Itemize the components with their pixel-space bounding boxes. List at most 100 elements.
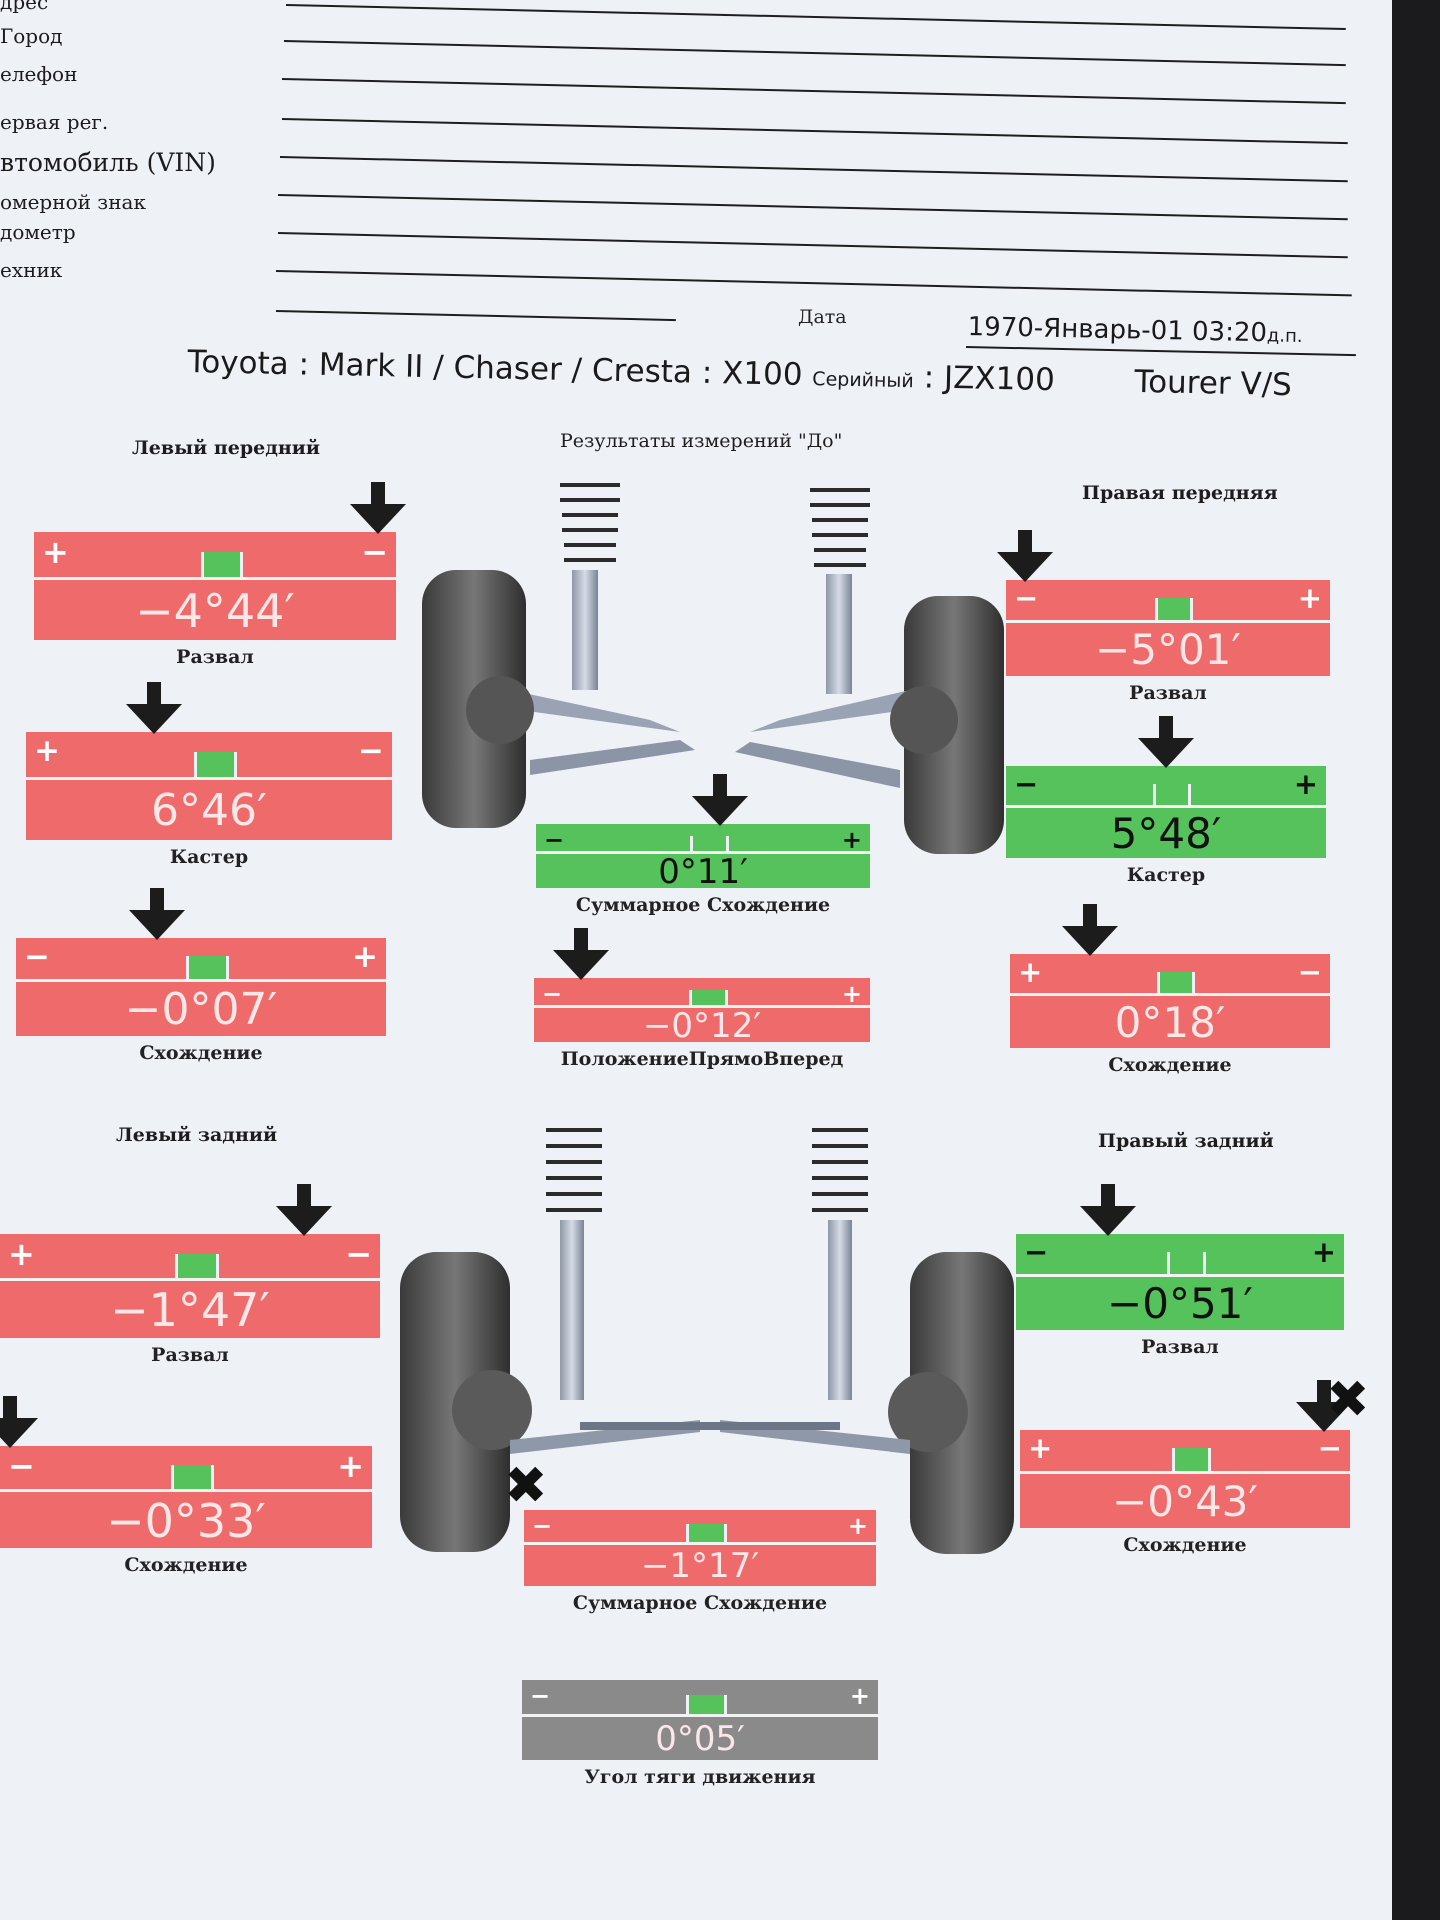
gauge-left-sign: − — [1014, 770, 1038, 799]
gauge-value: 0°18′ — [1010, 1002, 1330, 1044]
gauge-value: 0°11′ — [536, 855, 870, 889]
gauge-scale — [0, 1446, 372, 1489]
field-label-vin: втомобиль (VIN) — [0, 148, 216, 177]
gauge-target-window — [201, 552, 243, 577]
fl-caster-gauge: +−6°46′Кастер — [26, 732, 392, 876]
gauge-right-sign: + — [848, 1514, 868, 1538]
gauge-scale — [536, 824, 870, 851]
gauge-left-sign: + — [1018, 958, 1042, 987]
field-line — [278, 194, 1348, 220]
gauge-right-sign: + — [842, 828, 862, 852]
x-mark-icon: ✖ — [1326, 1374, 1370, 1426]
section-front-left: Левый передний — [132, 437, 320, 459]
gauge-right-sign: + — [337, 1450, 364, 1482]
gauge-left-sign: − — [542, 982, 562, 1006]
field-label-address: дрес — [0, 0, 48, 14]
gauge-scale — [26, 732, 392, 777]
gauge-scale — [534, 978, 870, 1005]
gauge-caption: Схождение — [16, 1042, 386, 1064]
gauge-left-sign: − — [1014, 584, 1038, 613]
gauge-left-sign: + — [1028, 1434, 1052, 1463]
gauge-target-window — [1153, 784, 1191, 805]
gauge-right-sign: + — [1298, 584, 1322, 613]
gauge-caption: Схождение — [0, 1554, 372, 1576]
gauge-target-window — [175, 1254, 219, 1278]
gauge-target-window — [690, 836, 729, 851]
x-mark-icon: ✖ — [504, 1460, 548, 1512]
gauge-right-sign: + — [850, 1684, 870, 1708]
gauge-target-window — [1167, 1252, 1206, 1274]
gauge-caption: ПоложениеПрямоВперед — [534, 1048, 870, 1070]
gauge-right-sign: − — [1298, 958, 1322, 987]
vehicle-trim: Tourer V/S — [1134, 364, 1292, 403]
gauge-target-window — [194, 752, 237, 777]
gauge-left-sign: − — [1024, 1238, 1048, 1267]
gauge-left-sign: − — [530, 1684, 550, 1708]
gauge-target-window — [1157, 972, 1195, 993]
gauge-value: −0°43′ — [1020, 1481, 1350, 1523]
field-label-phone: елефон — [0, 62, 77, 86]
field-line — [286, 4, 1346, 30]
gauge-left-sign: − — [24, 942, 50, 973]
gauge-right-sign: − — [361, 536, 388, 568]
gauge-caption: Развал — [0, 1344, 380, 1366]
gauge-scale — [1010, 954, 1330, 993]
gauge-scale — [16, 938, 386, 979]
gauge-target-window — [686, 1695, 728, 1714]
gauge-caption: Суммарное Схождение — [536, 894, 870, 916]
gauge-value: −5°01′ — [1006, 629, 1330, 671]
section-rear-right: Правый задний — [1098, 1130, 1274, 1152]
field-label-first-registration: ервая рег. — [0, 110, 108, 134]
gauge-scale — [34, 532, 396, 577]
gauge-caption: Схождение — [1010, 1054, 1330, 1076]
rear-total-toe-gauge: −+−1°17′Суммарное Схождение — [524, 1510, 876, 1622]
gauge-left-sign: + — [34, 736, 60, 767]
field-line — [280, 156, 1348, 182]
gauge-value: −4°44′ — [34, 588, 396, 634]
gauge-value: 0°05′ — [522, 1722, 878, 1756]
gauge-value: −0°12′ — [534, 1009, 870, 1043]
gauge-scale — [1016, 1234, 1344, 1274]
gauge-caption: Схождение — [1020, 1534, 1350, 1556]
gauge-right-sign: + — [1312, 1238, 1336, 1267]
gauge-target-window — [689, 990, 729, 1005]
field-label-technician: ехник — [0, 258, 62, 282]
gauge-left-sign: − — [8, 1450, 35, 1482]
date-suffix: д.п. — [1267, 325, 1303, 347]
rl-camber-gauge: +−−1°47′Развал — [0, 1234, 380, 1374]
gauge-right-sign: + — [352, 942, 378, 973]
gauge-right-sign: − — [1318, 1434, 1342, 1463]
section-front-right: Правая передняя — [1082, 482, 1278, 504]
gauge-target-window — [186, 956, 229, 979]
fr-caster-gauge: − +5°48′ Кастер — [1006, 766, 1326, 894]
gauge-scale — [0, 1234, 380, 1278]
rl-toe-gauge: − + −0°33′ Схождение — [0, 1446, 372, 1584]
fl-toe-gauge: −+−0°07′Схождение — [16, 938, 386, 1072]
gauge-target-window — [686, 1524, 727, 1542]
vehicle-line: Toyota : Mark II / Chaser / Cresta : X10… — [187, 344, 1292, 403]
rr-toe-gauge: + − −0°43′ Схождение — [1020, 1430, 1350, 1564]
field-line — [282, 118, 1348, 144]
gauge-caption: Кастер — [1006, 864, 1326, 886]
gauge-scale — [1006, 766, 1326, 805]
gauge-right-sign: + — [1294, 770, 1318, 799]
gauge-scale — [524, 1510, 876, 1542]
fr-toe-gauge: + − 0°18′ Схождение — [1010, 954, 1330, 1084]
date-value: 1970-Январь-01 03:20д.п. — [967, 312, 1303, 349]
front-total-toe-gauge: − +0°11′ Суммарное Схождение — [536, 824, 870, 924]
gauge-scale — [1006, 580, 1330, 620]
gauge-left-sign: − — [532, 1514, 552, 1538]
gauge-right-sign: − — [345, 1238, 372, 1270]
gauge-right-sign: + — [842, 982, 862, 1006]
gauge-caption: Кастер — [26, 846, 392, 868]
gauge-value: 5°48′ — [1006, 813, 1326, 855]
gauge-value: −1°17′ — [524, 1549, 876, 1583]
field-line — [276, 310, 676, 321]
field-label-plate: омерной знак — [0, 190, 146, 214]
gauge-left-sign: − — [544, 828, 564, 852]
field-line — [284, 40, 1346, 66]
gauge-caption: Развал — [1006, 682, 1330, 704]
section-rear-left: Левый задний — [116, 1124, 277, 1146]
gauge-value: −0°33′ — [0, 1498, 372, 1544]
gauge-target-window — [171, 1465, 214, 1489]
